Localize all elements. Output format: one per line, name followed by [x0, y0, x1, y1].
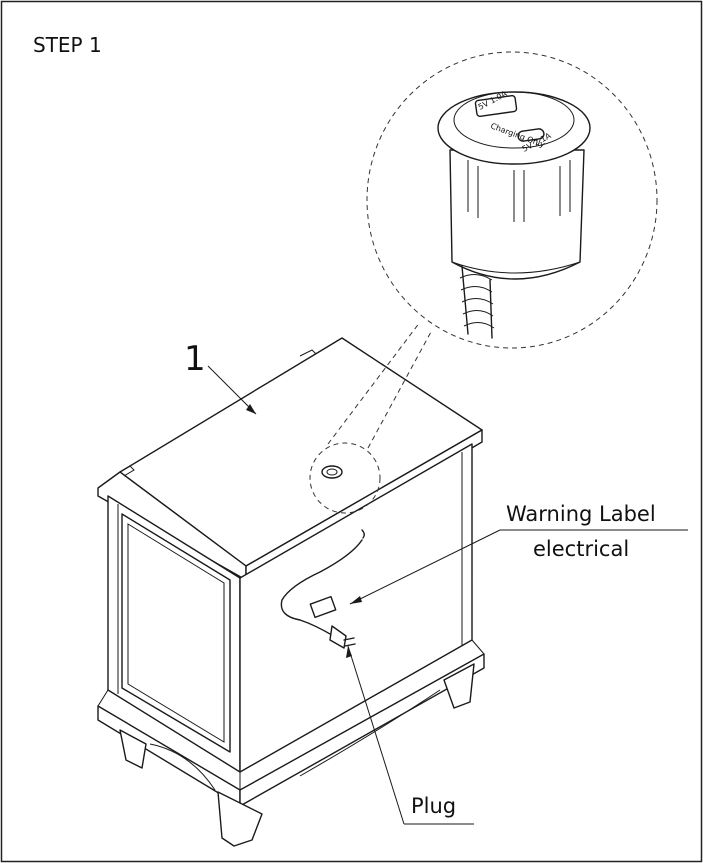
port-highlight-circle: [309, 442, 381, 514]
port-bottom-edge: [451, 261, 581, 274]
port-clips: [467, 160, 571, 222]
usb-a-slot: [474, 94, 518, 118]
power-cord: [280, 529, 365, 649]
leg-back-right: [443, 663, 475, 709]
plug-leader: [347, 645, 405, 825]
leg-front-center: [217, 791, 263, 847]
part-number-label: 1: [184, 339, 206, 379]
port-cylinder: [449, 149, 585, 280]
plug-arrow: [346, 646, 352, 658]
part-number-leader: [207, 365, 257, 415]
front-panel: [121, 513, 231, 753]
warning-arrow: [350, 596, 362, 604]
warning-label-box: [309, 595, 337, 619]
usb-port-small: [309, 442, 381, 514]
cord-wire: [280, 539, 363, 641]
part-number-arrow: [246, 404, 256, 414]
leg-front-left: [119, 729, 147, 769]
detail-circle: [366, 51, 658, 349]
warning-label-line1: Warning Label: [506, 502, 656, 526]
magnify-leader-2: [327, 321, 421, 445]
top-notch: [119, 465, 135, 477]
usb-c-slot: [517, 128, 545, 142]
plug-prongs: [343, 637, 356, 647]
step-title: STEP 1: [33, 33, 102, 57]
cable-coil: [459, 274, 495, 329]
plug-label: Plug: [411, 794, 456, 818]
base-side: [239, 653, 485, 807]
nightstand: [97, 337, 485, 847]
front-panel-inner: [127, 523, 225, 743]
warning-label-line2: electrical: [533, 537, 629, 561]
warning-leader: [349, 529, 501, 605]
base-joins: [97, 639, 485, 790]
usb-port-detail: 5V 1.0A Charging Only 5V 2.1A: [366, 51, 658, 349]
port-cable: [461, 265, 493, 339]
top-back-notch: [299, 349, 317, 357]
cord-end: [361, 529, 365, 539]
magnify-leader-1: [367, 329, 433, 449]
plug-body: [329, 625, 347, 649]
